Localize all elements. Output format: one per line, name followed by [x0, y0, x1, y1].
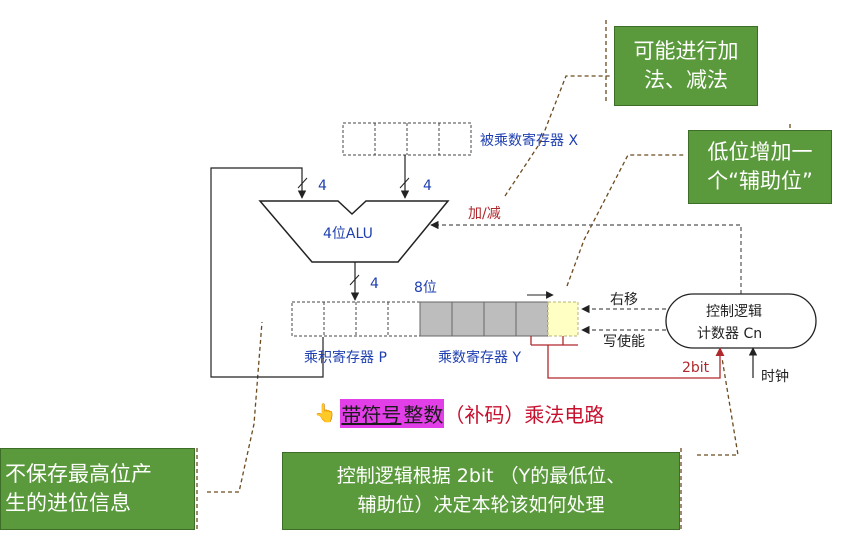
add-sub-label: 加/减 [468, 206, 501, 222]
note-carry-line2: 生的进位信息 [5, 491, 131, 515]
control-logic-line2: 计数器 Cn [697, 326, 762, 342]
caption-signed: 带符号 [340, 398, 403, 428]
caption-rest: （补码）乘法电路 [444, 402, 605, 427]
product-register-label: 乘积寄存器 P [304, 349, 387, 366]
multiplicand-register-label: 被乘数寄存器 X [480, 132, 578, 149]
alu-input-left-width: 4 [318, 178, 327, 194]
diagram-caption: 👆 带符号 整数 （补码）乘法电路 [314, 398, 604, 428]
eight-bit-label: 8位 [414, 280, 437, 296]
alu-block [258, 200, 450, 263]
note-aux-bit-line2: 个“辅助位” [707, 169, 813, 193]
leader-control [697, 357, 739, 456]
note-aux-bit-line1: 低位增加一 [707, 140, 813, 164]
feedback-wire [210, 167, 324, 378]
multiplier-register-label: 乘数寄存器 Y [438, 349, 521, 366]
two-bit-label: 2bit [682, 360, 710, 376]
leader-carry [207, 321, 263, 493]
note-aux-bit: 低位增加一个“辅助位” [688, 130, 832, 204]
multiplicand-register [342, 122, 472, 156]
control-logic-line1: 控制逻辑 [706, 304, 762, 320]
note-add-sub-line2: 法、减法 [644, 68, 728, 92]
leader-add-sub [504, 75, 612, 197]
note-control: 控制逻辑根据 2bit （Y的最低位、辅助位）决定本轮该如何处理 [282, 452, 680, 530]
note-add-sub: 可能进行加法、减法 [614, 26, 758, 106]
alu-output-width: 4 [370, 276, 379, 292]
hand-pointer-icon: 👆 [314, 402, 337, 424]
two-bit-wire [530, 336, 720, 379]
caption-integer: 整数 [402, 398, 445, 428]
product-register [291, 301, 421, 337]
note-control-line2: 辅助位）决定本轮该如何处理 [357, 494, 605, 516]
add-sub-wire [430, 220, 742, 294]
note-carry-line1: 不保存最高位产 [5, 462, 152, 486]
write-enable-label: 写使能 [603, 333, 645, 350]
note-control-line1: 控制逻辑根据 2bit （Y的最低位、 [336, 465, 626, 487]
alu-label: 4位ALU [323, 226, 373, 242]
multiplier-register [419, 301, 549, 337]
alu-input-right-width: 4 [423, 178, 432, 194]
control-logic-box [665, 293, 817, 349]
leader-aux-bit [566, 154, 684, 287]
shift-right-label: 右移 [610, 292, 638, 308]
clock-label: 时钟 [761, 368, 789, 385]
note-add-sub-line1: 可能进行加 [633, 39, 739, 63]
note-carry: 不保存最高位产生的进位信息 [0, 448, 195, 530]
auxiliary-bit-cell [547, 301, 579, 337]
